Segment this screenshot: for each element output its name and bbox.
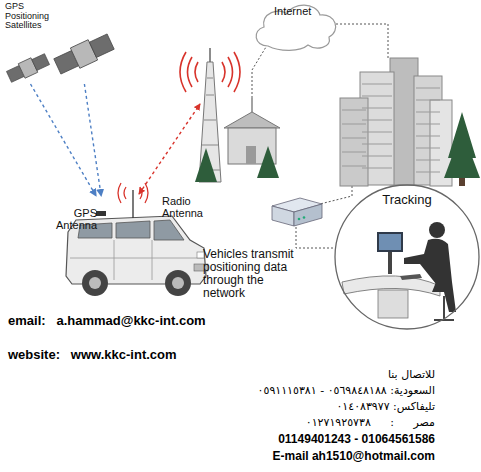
radio-waves (180, 52, 240, 92)
door (246, 146, 256, 164)
stool (434, 296, 454, 320)
tower-bracing (200, 78, 220, 170)
contact-phone: 01149401243 - 01064561586 (278, 433, 435, 447)
keyboard (400, 274, 422, 280)
node-label: Internet (274, 6, 324, 18)
node-label: GPS Positioning Satellites (5, 2, 57, 31)
signal-arrow (84, 84, 101, 196)
building (340, 98, 368, 186)
contact-fax: تليفاكس: ٠١٤٠٨٣٩٧٧ (336, 401, 435, 414)
network-device (272, 206, 294, 226)
network-wire (336, 24, 388, 58)
tree (195, 148, 217, 182)
status-light (303, 216, 306, 219)
roof (224, 112, 280, 128)
node-label: GPS Antenna (47, 208, 97, 232)
tower-mast (209, 48, 211, 62)
network-wire (296, 227, 335, 248)
tree (444, 112, 480, 178)
satellite-group: GPS Positioning Satellites (3, 2, 113, 84)
signal-arrow (31, 84, 97, 196)
windows (342, 84, 440, 172)
contact-website: website: www.kkc-int.com (8, 348, 177, 363)
contact-email: email: a.hammad@kkc-int.com (8, 314, 206, 329)
contact-phone: مصر : ٠١٢٧١٩٢٥٧٣٨ (306, 417, 435, 430)
radio-antenna (132, 190, 133, 218)
wheel (82, 270, 108, 296)
operator-body (404, 239, 452, 284)
node-label: Vehicles transmit positioning data throu… (203, 248, 303, 300)
tree (257, 146, 279, 178)
gps-antenna (96, 211, 106, 216)
radio-link (139, 104, 200, 194)
wheel (165, 270, 191, 296)
solar-panel (89, 34, 114, 58)
internet-cloud: Internet (250, 0, 340, 52)
monitor (377, 232, 403, 252)
network-wire (320, 186, 352, 204)
headlight (197, 252, 204, 258)
monitor-screen (379, 234, 401, 250)
solar-panel (32, 54, 50, 71)
circle-outline (335, 185, 479, 329)
wheel-hub (89, 277, 101, 289)
tracking-circle: Tracking (334, 184, 480, 330)
contact-email: E-mail ah1510@hotmail.com (273, 450, 435, 464)
network-wire (252, 47, 266, 98)
operator-head (429, 222, 445, 238)
contact-heading: للاتصال بنا (388, 369, 435, 382)
network-device (294, 204, 322, 226)
monitor-stand (388, 252, 392, 274)
node-label: Radio Antenna (162, 196, 212, 220)
node-label: Tracking (372, 193, 442, 207)
vehicle: GPS AntennaRadio AntennaVehicles transmi… (40, 196, 295, 296)
status-light (298, 218, 301, 221)
radio-waves (118, 183, 148, 203)
cloud-outline (256, 5, 336, 50)
desk-pedestal (378, 290, 408, 318)
contact-phone: السعودية: ٠٥٦٩٨٤٨١٨٨ - ٠٥٩١١١٥٣٨١ (258, 385, 435, 398)
tree-trunk (459, 178, 465, 186)
wheel-hub (172, 277, 184, 289)
roof-antenna (251, 98, 252, 112)
